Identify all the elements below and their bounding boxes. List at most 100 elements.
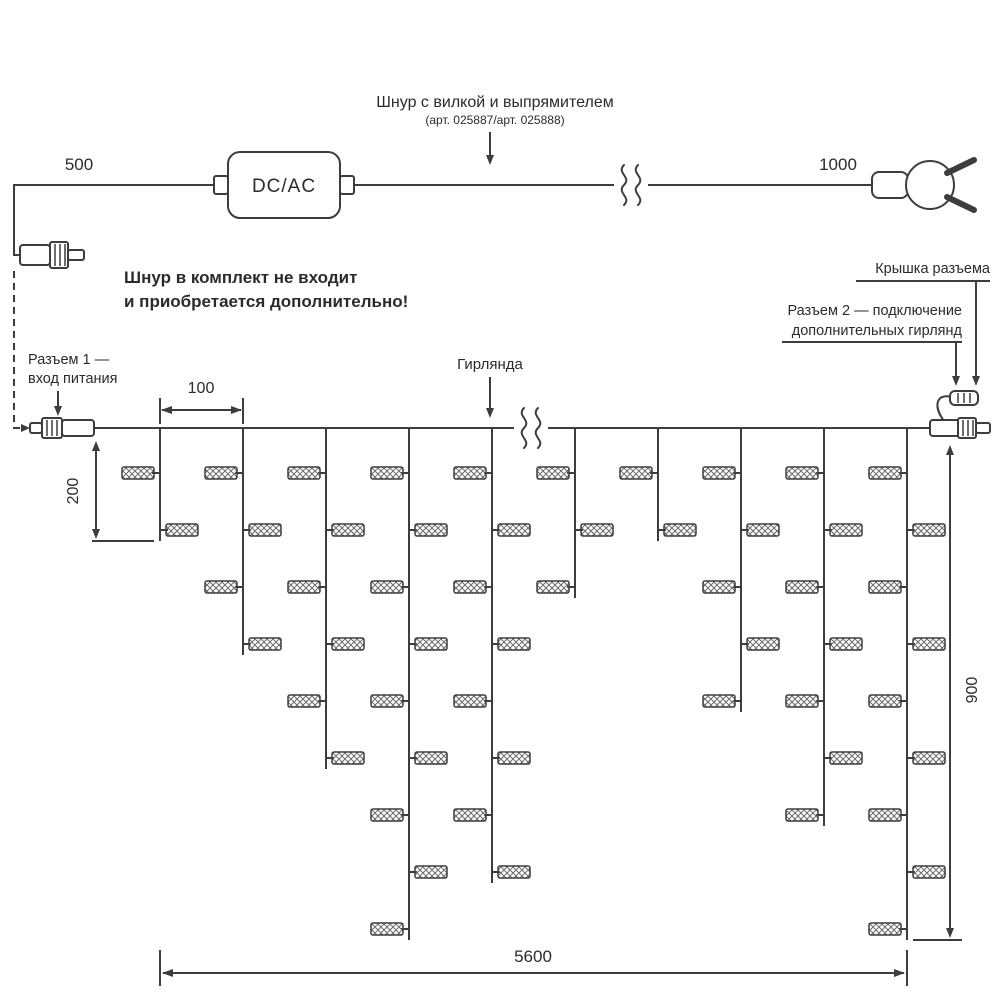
dashed-arrowhead [21,424,30,432]
connector-body [929,419,961,437]
dim-arrowhead [231,406,242,414]
lamp-icon [414,637,448,651]
lamp-icon [580,523,614,537]
cord-break-symbol [634,164,642,206]
lamp-icon [248,637,282,651]
lamp-icon [619,466,653,480]
note-line2: и приобретается дополнительно! [124,292,408,311]
connector1-icon [29,417,95,439]
dim-arrowhead [162,969,173,977]
lamp-icon [912,751,946,765]
power-plug-icon [871,157,977,213]
lamp-icon [912,865,946,879]
connector-tip [67,249,85,261]
cap-tether [936,395,953,422]
lamp-icon [868,466,902,480]
dim-arrowhead [92,441,100,451]
connector2-label-line1: Разъем 2 — подключение [787,303,962,319]
lamp-icon [287,466,321,480]
lamp-icon [785,808,819,822]
dcac-converter: DC/AC [213,151,355,219]
lamp-icon [370,466,404,480]
lamp-icon [331,523,365,537]
lamp-icon [287,694,321,708]
lamp-icon [785,466,819,480]
cord-end-connector [19,241,85,269]
connector-tip [975,422,991,434]
lamp-icon [912,523,946,537]
lamp-icon [453,694,487,708]
connector1-label-line1: Разъем 1 — [28,352,110,368]
dim-drop-spacing: 100 [188,380,215,397]
dim-100: 100 [159,380,244,424]
connector2-arrowhead [952,376,960,386]
lamp-icon [204,580,238,594]
lamp-icon [453,580,487,594]
lamp-icon [829,637,863,651]
plug-prong-top [944,157,977,176]
lamp-icon [248,523,282,537]
cord-break-symbol [620,164,628,206]
connector-body [19,244,51,266]
lamp-icon [785,694,819,708]
lamp-icon [702,466,736,480]
lamp-icon [497,637,531,651]
dim-arrowhead [894,969,905,977]
lamp-icon [702,580,736,594]
connector1-arrowhead [54,406,62,416]
dim-200: 200 [65,441,154,542]
converter-nub-right [339,175,355,195]
lamp-icon [829,751,863,765]
dim-arrowhead [92,529,100,539]
garland-label: Гирлянда [457,356,523,373]
dim-long-drop: 900 [964,677,981,704]
connector-body [61,419,95,437]
cap-ridges [957,393,971,403]
lamp-icon [331,751,365,765]
lamp-icon [536,466,570,480]
dim-arrowhead [946,928,954,938]
dim-900: 900 [913,445,981,941]
dim-arrowhead [946,445,954,455]
lamp-icon [121,466,155,480]
lamp-icon [868,694,902,708]
power-cord: DC/AC [13,151,977,269]
dim-total-length: 5600 [514,947,552,966]
lamp-icon [497,865,531,879]
dim-5600: 5600 [159,947,908,986]
cap-arrowhead [972,376,980,386]
not-included-cord-dashed [13,271,21,429]
dim-cord-right: 1000 [819,155,857,174]
plug-prong-bottom [944,194,977,213]
garland-drops [121,428,946,940]
lamp-icon [370,580,404,594]
lamp-icon [414,751,448,765]
lamp-icon [536,580,570,594]
lamp-icon [453,808,487,822]
lamp-icon [868,808,902,822]
connector-ridges [54,244,66,266]
lamp-icon [414,865,448,879]
note-line1: Шнур в комплект не входит [124,268,357,287]
plug-body [905,160,955,210]
connector2-label-line2: дополнительных гирлянд [792,323,963,339]
lamp-icon [868,580,902,594]
dim-cord-left: 500 [65,155,93,174]
lamp-icon [370,808,404,822]
garland: Разъем 1 — вход питания Гирлянда Крышка … [28,261,991,986]
cap-label: Крышка разъема [875,261,991,277]
cord-label-arrowhead [486,155,494,165]
connector-ridges [962,420,974,436]
cord-sublabel: (арт. 025887/арт. 025888) [425,113,564,127]
plug-grip [871,171,909,199]
lamp-icon [785,580,819,594]
lamp-icon [868,922,902,936]
lamp-icon [370,694,404,708]
converter-body [227,151,341,219]
lamp-icon [497,751,531,765]
dim-first-drop: 200 [65,478,82,505]
connector-tip [29,422,43,434]
converter-label: DC/AC [252,176,316,197]
connector1-label-line2: вход питания [28,371,117,387]
